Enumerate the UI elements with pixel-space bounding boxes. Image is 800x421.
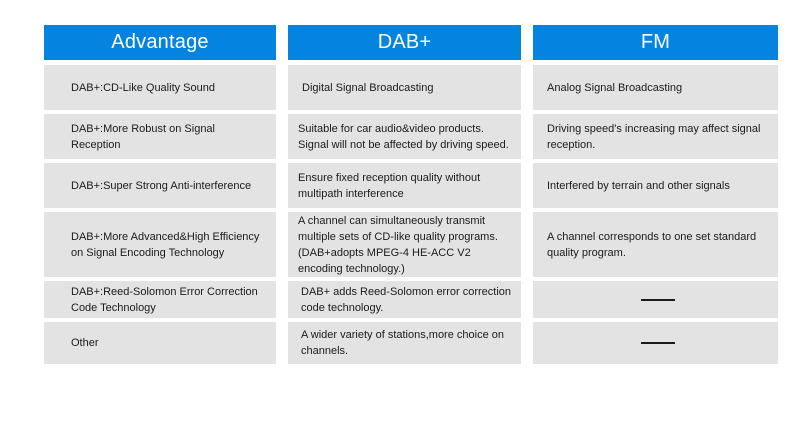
table-cell: DAB+ adds Reed-Solomon error correction … [288, 281, 521, 318]
em-dash-icon [640, 298, 675, 301]
cell-text: DAB+:More Robust on Signal Reception [71, 122, 215, 151]
cell-text: A channel corresponds to one set standar… [547, 230, 757, 259]
column-cells-dab-plus: Digital Signal Broadcasting Suitable for… [288, 65, 521, 364]
column-advantage: Advantage DAB+:CD-Like Quality Sound DAB… [44, 25, 276, 364]
table-cell: DAB+:More Robust on Signal Reception [44, 114, 276, 159]
table-cell: Interfered by terrain and other signals [533, 163, 778, 208]
column-header-fm: FM [533, 25, 778, 60]
cell-text: Suitable for car audio&video products. S… [298, 122, 509, 151]
table-cell: Other [44, 322, 276, 364]
table-cell: A channel can simultaneously transmit mu… [288, 212, 521, 277]
column-header-advantage: Advantage [44, 25, 276, 60]
column-cells-advantage: DAB+:CD-Like Quality Sound DAB+:More Rob… [44, 65, 276, 364]
column-fm: FM Analog Signal Broadcasting Driving sp… [533, 25, 778, 364]
table-cell-empty [533, 281, 778, 318]
table-cell: Analog Signal Broadcasting [533, 65, 778, 110]
cell-text: A wider variety of stations,more choice … [301, 329, 504, 357]
cell-text: Other [71, 337, 99, 349]
comparison-table: Advantage DAB+:CD-Like Quality Sound DAB… [44, 25, 778, 364]
table-cell: Digital Signal Broadcasting [288, 65, 521, 110]
table-cell: DAB+:More Advanced&High Efficiency on Si… [44, 212, 276, 277]
table-cell: A wider variety of stations,more choice … [288, 322, 521, 364]
cell-text: DAB+:Super Strong Anti-interference [71, 179, 252, 192]
column-header-dab-plus: DAB+ [288, 25, 521, 60]
cell-text: DAB+ adds Reed-Solomon error correction … [301, 285, 512, 314]
cell-text: DAB+:More Advanced&High Efficiency on Si… [71, 230, 260, 259]
column-cells-fm: Analog Signal Broadcasting Driving speed… [533, 65, 778, 364]
cell-text: Analog Signal Broadcasting [547, 81, 683, 94]
cell-text: A channel can simultaneously transmit mu… [298, 214, 498, 275]
column-dab-plus: DAB+ Digital Signal Broadcasting Suitabl… [288, 25, 521, 364]
table-cell: A channel corresponds to one set standar… [533, 212, 778, 277]
table-cell: DAB+:Super Strong Anti-interference [44, 163, 276, 208]
cell-text: DAB+:CD-Like Quality Sound [71, 81, 215, 94]
cell-text: Digital Signal Broadcasting [302, 81, 434, 94]
cell-text: Driving speed's increasing may affect si… [547, 122, 761, 151]
table-cell: Ensure fixed reception quality without m… [288, 163, 521, 208]
table-cell: DAB+:Reed-Solomon Error Correction Code … [44, 281, 276, 318]
cell-text: Interfered by terrain and other signals [547, 179, 730, 192]
table-cell: Suitable for car audio&video products. S… [288, 114, 521, 159]
table-cell: Driving speed's increasing may affect si… [533, 114, 778, 159]
table-cell-empty [533, 322, 778, 364]
cell-text: Ensure fixed reception quality without m… [298, 171, 481, 200]
table-cell: DAB+:CD-Like Quality Sound [44, 65, 276, 110]
em-dash-icon [640, 342, 675, 344]
cell-text: DAB+:Reed-Solomon Error Correction Code … [71, 285, 258, 314]
